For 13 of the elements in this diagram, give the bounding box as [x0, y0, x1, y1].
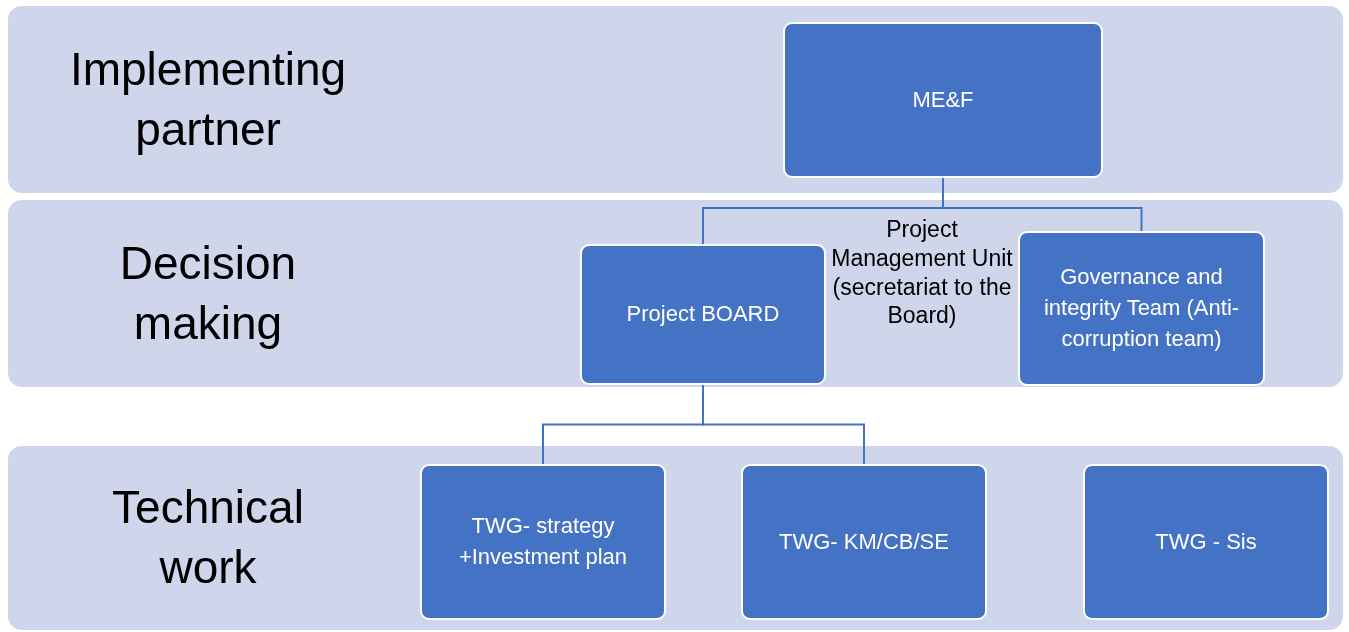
layer-band — [8, 200, 1343, 387]
org-box: Governance and integrity Team (Anti-corruption team) — [1018, 231, 1265, 386]
layer-title: Decision making — [118, 235, 298, 351]
unit-label: Project Management Unit (secretariat to the Board) — [830, 215, 1014, 330]
layer-title: Implementing partner — [68, 41, 348, 157]
org-box: Project BOARD — [580, 244, 826, 385]
layer-band — [8, 6, 1343, 193]
org-box: TWG- KM/CB/SE — [741, 464, 987, 620]
layer-title: Technical work — [111, 480, 305, 595]
org-box: TWG - Sis — [1083, 464, 1329, 620]
layer-band — [8, 446, 1343, 630]
org-box: ME&F — [783, 22, 1103, 178]
org-box: TWG- strategy +Investment plan — [420, 464, 666, 620]
